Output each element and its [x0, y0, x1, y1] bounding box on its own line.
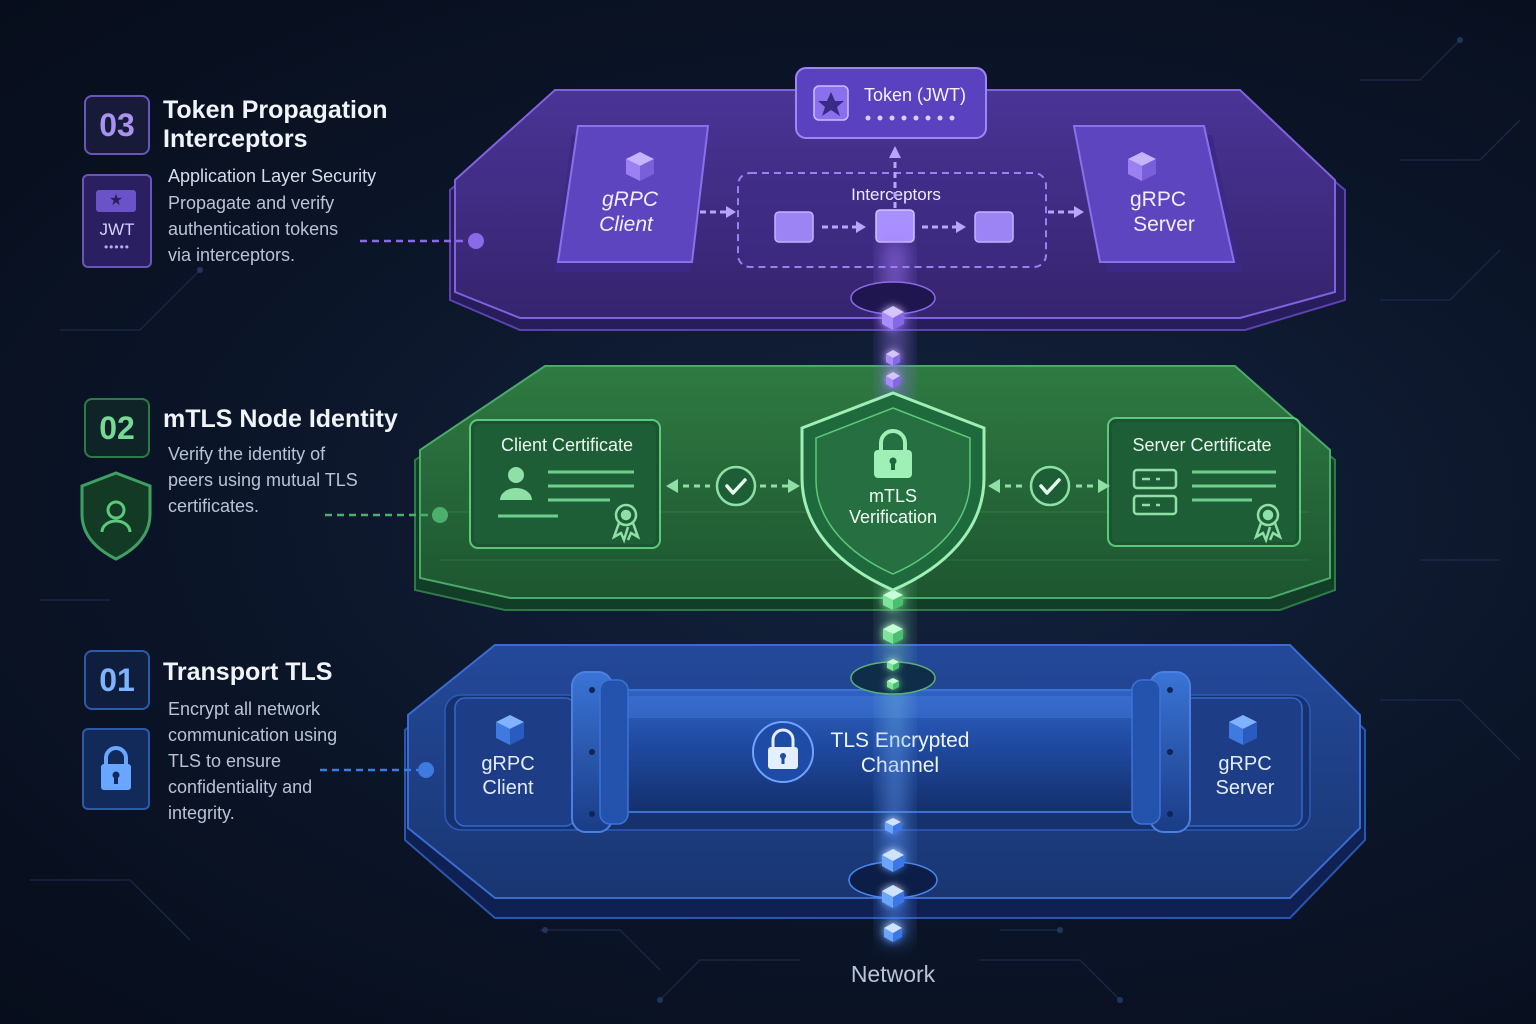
network-label: Network [851, 961, 936, 987]
checkmark-icon [1029, 465, 1071, 507]
mtls-verification-label-line1: mTLS [869, 486, 917, 506]
packet-cubes-blue [882, 818, 904, 942]
app-client-label-line2: Client [599, 213, 654, 236]
verify-arrows-right [988, 479, 1110, 493]
packet-cubes-green [883, 590, 903, 690]
packet-cubes-purple [882, 306, 904, 388]
checkmark-icon [715, 465, 757, 507]
tls-encrypted-channel-pipe [571, 671, 1191, 833]
app-server-label-line2: Server [1133, 213, 1195, 236]
jwt-badge-icon: ★ JWT ••••• [82, 174, 152, 268]
certificate-seal-icon [1253, 503, 1283, 544]
server-rack-icon [1132, 468, 1178, 516]
cube-icon [496, 715, 524, 745]
flow-arrows [700, 146, 1084, 233]
cube-icon [626, 152, 654, 181]
server-certificate-label: Server Certificate [1132, 435, 1271, 455]
interceptor-step [875, 209, 915, 243]
lock-icon [874, 429, 912, 478]
connector-mtls-layer [325, 507, 448, 523]
layer-number-badge: 01 [84, 650, 150, 710]
mtls-verification-label-line2: Verification [849, 507, 937, 527]
app-client-label-line1: gRPC [602, 188, 659, 211]
mtls-shield-icon [800, 391, 986, 592]
cube-icon [1229, 715, 1257, 745]
app-grpc-client-card [554, 125, 710, 272]
layer-description: Verify the identity of peers using mutua… [168, 444, 358, 516]
certificate-seal-icon [611, 503, 641, 544]
layer-description: Propagate and verify authentication toke… [168, 193, 339, 265]
star-icon: ★ [108, 192, 124, 209]
tls-server-label-line1: gRPC [1218, 753, 1271, 775]
token-jwt-box [795, 67, 987, 139]
jwt-badge-label: JWT [99, 220, 135, 239]
tls-server-label-line2: Server [1216, 777, 1275, 799]
user-icon [500, 467, 532, 500]
app-server-label-line1: gRPC [1130, 188, 1186, 211]
interceptor-step [974, 211, 1014, 243]
certificate-text-lines [1192, 470, 1276, 502]
verify-arrows-left [666, 479, 800, 493]
connector-app-layer [360, 233, 484, 249]
star-icon [818, 92, 844, 116]
layer-number-badge: 02 [84, 398, 150, 458]
layer-description: Encrypt all network communication using … [168, 699, 338, 823]
app-grpc-server-card [1072, 125, 1242, 272]
layer-title: Token Propagation Interceptors [163, 96, 388, 153]
layer-title: mTLS Node Identity [163, 405, 398, 433]
shield-user-icon [80, 471, 152, 561]
certificate-text-lines [498, 470, 634, 518]
token-label: Token (JWT) [864, 85, 966, 105]
layer-subtitle: Application Layer Security [168, 166, 377, 186]
cube-icon [1128, 152, 1156, 181]
lock-icon [752, 721, 814, 783]
connector-tls-layer [320, 762, 434, 778]
lock-badge-icon [82, 728, 150, 810]
tls-client-label-line2: Client [482, 777, 534, 799]
interceptor-step [774, 211, 814, 243]
background-circuits [30, 39, 1521, 1001]
tls-client-label-line1: gRPC [481, 753, 534, 775]
layer-number-badge: 03 [84, 95, 150, 155]
layer-title: Transport TLS [163, 658, 333, 686]
client-certificate-label: Client Certificate [501, 435, 633, 455]
